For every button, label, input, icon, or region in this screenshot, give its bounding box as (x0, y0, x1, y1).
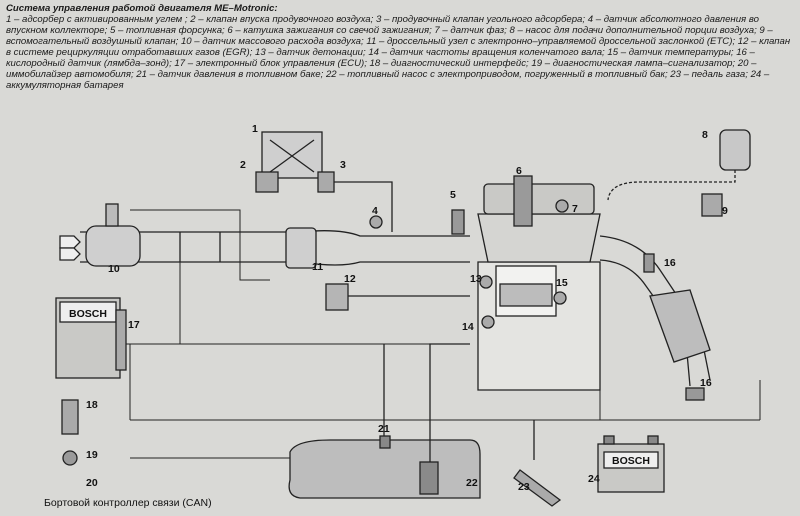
secondary-air-valve (701, 193, 723, 217)
label-21: 21 (378, 423, 390, 435)
battery-brand-logo: BOSCH (612, 455, 650, 467)
label-18: 18 (86, 399, 98, 411)
ecu-brand-logo: BOSCH (69, 308, 107, 320)
label-17: 17 (128, 319, 140, 331)
label-9: 9 (722, 205, 728, 217)
label-13: 13 (470, 273, 482, 285)
label-24: 24 (588, 473, 600, 485)
label-20: 20 (86, 477, 98, 489)
piston (499, 283, 553, 307)
throttle-body (285, 227, 317, 269)
egr-valve (325, 283, 349, 311)
label-8: 8 (702, 129, 708, 141)
wiring-harness (126, 343, 760, 459)
label-23: 23 (518, 481, 530, 493)
manifold-pressure-sensor (369, 215, 383, 229)
can-bus-label: Бортовой контроллер связи (CAN) (44, 497, 212, 509)
diagram-caption: Система управления работой двигателя ME–… (6, 3, 796, 91)
label-16-downstream: 16 (700, 377, 712, 389)
warning-lamp (62, 450, 78, 466)
label-10: 10 (108, 263, 120, 275)
label-15: 15 (556, 277, 568, 289)
label-6: 6 (516, 165, 522, 177)
mass-airflow-sensor (85, 225, 141, 267)
catalytic-converter (649, 289, 711, 363)
caption-legend: 1 – адсорбер с активированным углем ; 2 … (6, 14, 791, 91)
air-inlet-arrows (59, 235, 81, 261)
label-14: 14 (462, 321, 474, 333)
label-2: 2 (240, 159, 246, 171)
exhaust-pipe (599, 235, 711, 387)
crankshaft-sensor (481, 315, 495, 329)
label-16-upstream: 16 (664, 257, 676, 269)
temperature-sensor (553, 291, 567, 305)
knock-sensor (479, 275, 493, 289)
label-12: 12 (344, 273, 356, 285)
label-22: 22 (466, 477, 478, 489)
caption-title: Система управления работой двигателя ME–… (6, 3, 278, 14)
diagnostic-interface (61, 399, 79, 435)
label-7: 7 (572, 203, 578, 215)
secondary-air-pump (719, 129, 751, 171)
fuel-pump (419, 461, 439, 495)
fuel-tank (288, 439, 481, 499)
ignition-coil (513, 175, 533, 227)
purge-air-valve (255, 171, 279, 193)
oxygen-sensor-upstream (643, 253, 655, 273)
purge-valve (317, 171, 335, 193)
fuel-injector (451, 209, 465, 235)
label-4: 4 (372, 205, 378, 217)
oxygen-sensor-downstream (685, 387, 705, 401)
cylinder-head (477, 213, 601, 263)
cam-phase-sensor (555, 199, 569, 213)
label-3: 3 (340, 159, 346, 171)
label-11: 11 (312, 261, 323, 273)
gas-pedal (513, 469, 562, 507)
tank-pressure-sensor (379, 435, 391, 449)
label-1: 1 (252, 123, 258, 135)
label-5: 5 (450, 189, 456, 201)
label-19: 19 (86, 449, 98, 461)
